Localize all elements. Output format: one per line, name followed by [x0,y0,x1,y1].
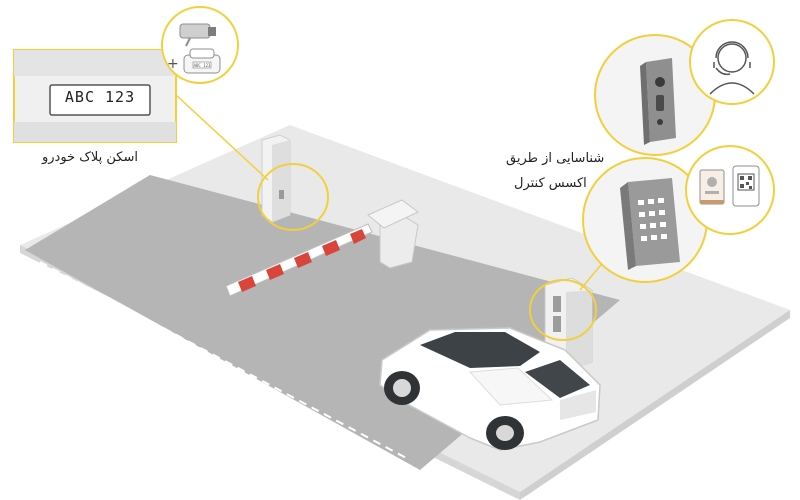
left-pillar-highlight [257,163,329,231]
small-plate-text: ABC 123 [194,63,211,68]
credential-bubble [685,145,775,235]
operator-headset-icon [709,41,755,95]
car [379,327,601,451]
keypad-device [620,178,680,270]
intercom-icon [553,296,561,312]
access-control-label-line1: شناسایی از طریق [506,151,605,166]
camera-icon [179,23,216,47]
access-control-label-line2: اکسس کنترل [514,176,587,191]
car-icon: ABC 123 [183,48,221,74]
license-plate-text: ABC 123 [64,88,136,106]
keypad-icon [553,316,561,332]
id-card-icon [699,169,725,205]
intercom-device [640,58,676,145]
left-pillar [261,134,291,223]
plate-scan-label: اسکن پلاک خودرو [42,150,138,165]
qr-code-icon [732,165,760,207]
operator-bubble [689,19,775,105]
plus-sign: + [167,56,179,72]
barrier-gate [225,199,419,297]
access-pillar-highlight [529,279,597,341]
